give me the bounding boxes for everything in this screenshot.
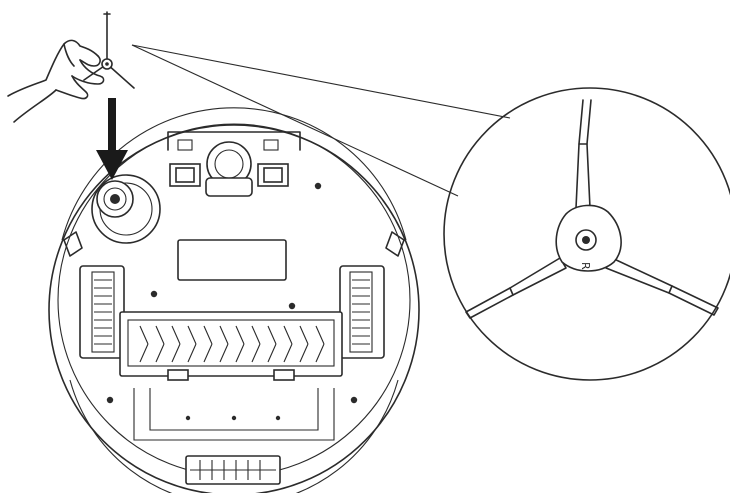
clip-right (385, 231, 405, 257)
brush-arm-right (668, 285, 719, 316)
insert-arrow (96, 98, 128, 180)
robot-bottom-view (48, 107, 420, 493)
hand-with-brush (7, 11, 135, 123)
top-module (167, 131, 301, 151)
wheel-left (79, 265, 125, 359)
callout-lines (131, 44, 511, 197)
brush-arm-top (578, 99, 592, 145)
brush-arm-left (465, 287, 514, 319)
zoom-circle (443, 87, 730, 381)
main-roller-brush (119, 311, 343, 381)
marker-letter: R (579, 262, 592, 270)
wheel-right (339, 265, 385, 359)
clip-left (63, 231, 83, 257)
rear-grille (185, 455, 281, 485)
dust-bin-plate (177, 239, 287, 281)
screws (106, 182, 358, 421)
zoomed-brush-detail: R (443, 87, 730, 381)
